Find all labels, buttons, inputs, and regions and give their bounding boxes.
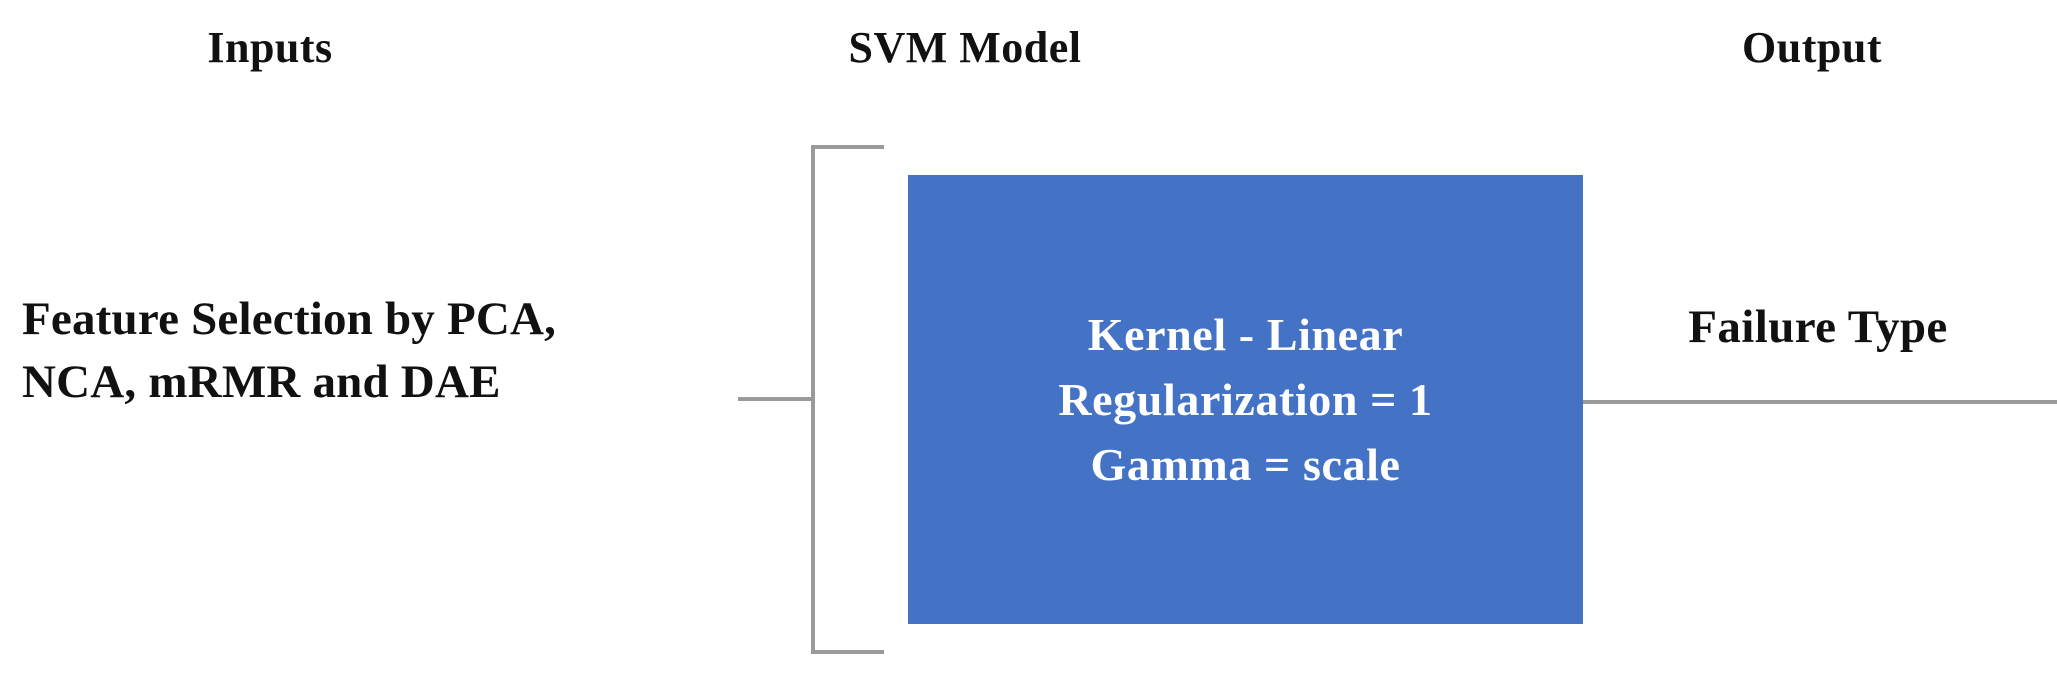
inputs-text-block: Feature Selection by PCA, NCA, mRMR and … (22, 288, 742, 413)
header-svm-model: SVM Model (848, 23, 1082, 72)
inputs-text-line-2: NCA, mRMR and DAE (22, 355, 501, 408)
svm-model-box: Kernel - Linear Regularization = 1 Gamma… (908, 175, 1583, 624)
model-param-regularization: Regularization = 1 (1058, 373, 1433, 425)
output-connector-line (1583, 400, 2057, 404)
inputs-text-line-1: Feature Selection by PCA, (22, 293, 557, 345)
model-param-gamma: Gamma = scale (1090, 439, 1401, 491)
model-param-kernel: Kernel - Linear (1087, 308, 1404, 360)
header-inputs: Inputs (207, 23, 333, 72)
output-label-failure-type: Failure Type (1688, 301, 1948, 353)
header-output: Output (1742, 23, 1882, 72)
